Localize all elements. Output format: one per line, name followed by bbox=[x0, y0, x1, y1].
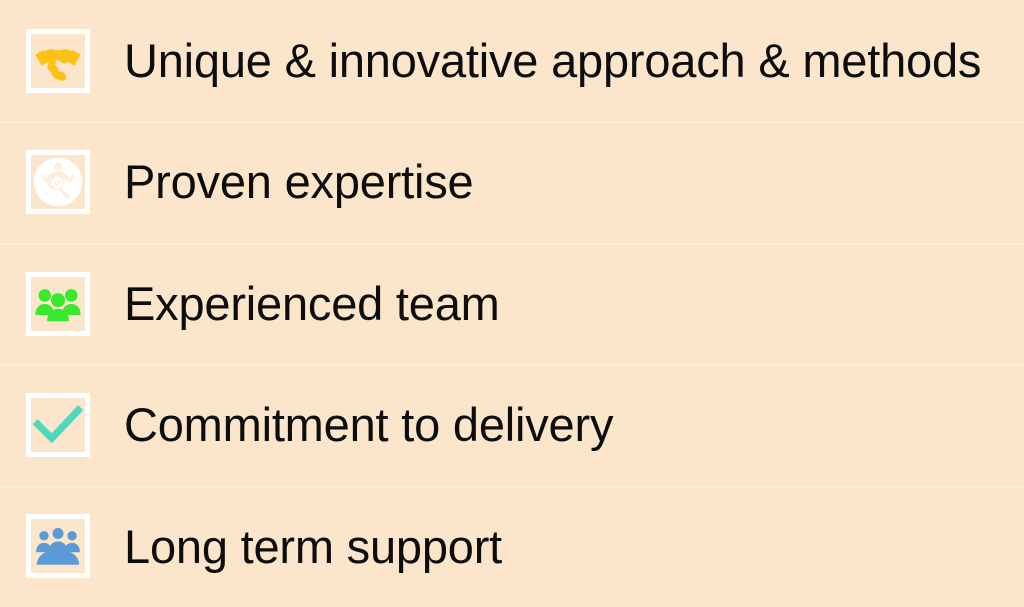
list-item: Experienced team bbox=[0, 242, 1024, 364]
handshake-icon bbox=[35, 48, 81, 81]
list-item: Proven expertise bbox=[0, 121, 1024, 242]
people-group-icon bbox=[35, 288, 81, 321]
list-item: Long term support bbox=[0, 485, 1024, 607]
icon-frame-check bbox=[26, 392, 90, 457]
checkmark-icon bbox=[33, 405, 83, 444]
list-item-label: Experienced team bbox=[124, 276, 500, 330]
icon-frame-support bbox=[26, 514, 90, 579]
list-item-label: Proven expertise bbox=[124, 155, 474, 209]
list-item-label: Commitment to delivery bbox=[124, 398, 614, 452]
expertise-magnifier-person-icon bbox=[33, 157, 83, 207]
list-item: Unique & innovative approach & methods bbox=[0, 0, 1024, 121]
list-item-label: Long term support bbox=[124, 519, 503, 573]
meeting-audience-icon bbox=[36, 528, 80, 566]
icon-frame-handshake bbox=[26, 28, 90, 93]
list-item-label: Unique & innovative approach & methods bbox=[124, 34, 982, 88]
icon-frame-team bbox=[26, 271, 90, 336]
icon-frame-expertise bbox=[26, 150, 90, 215]
list-item: Commitment to delivery bbox=[0, 364, 1024, 485]
